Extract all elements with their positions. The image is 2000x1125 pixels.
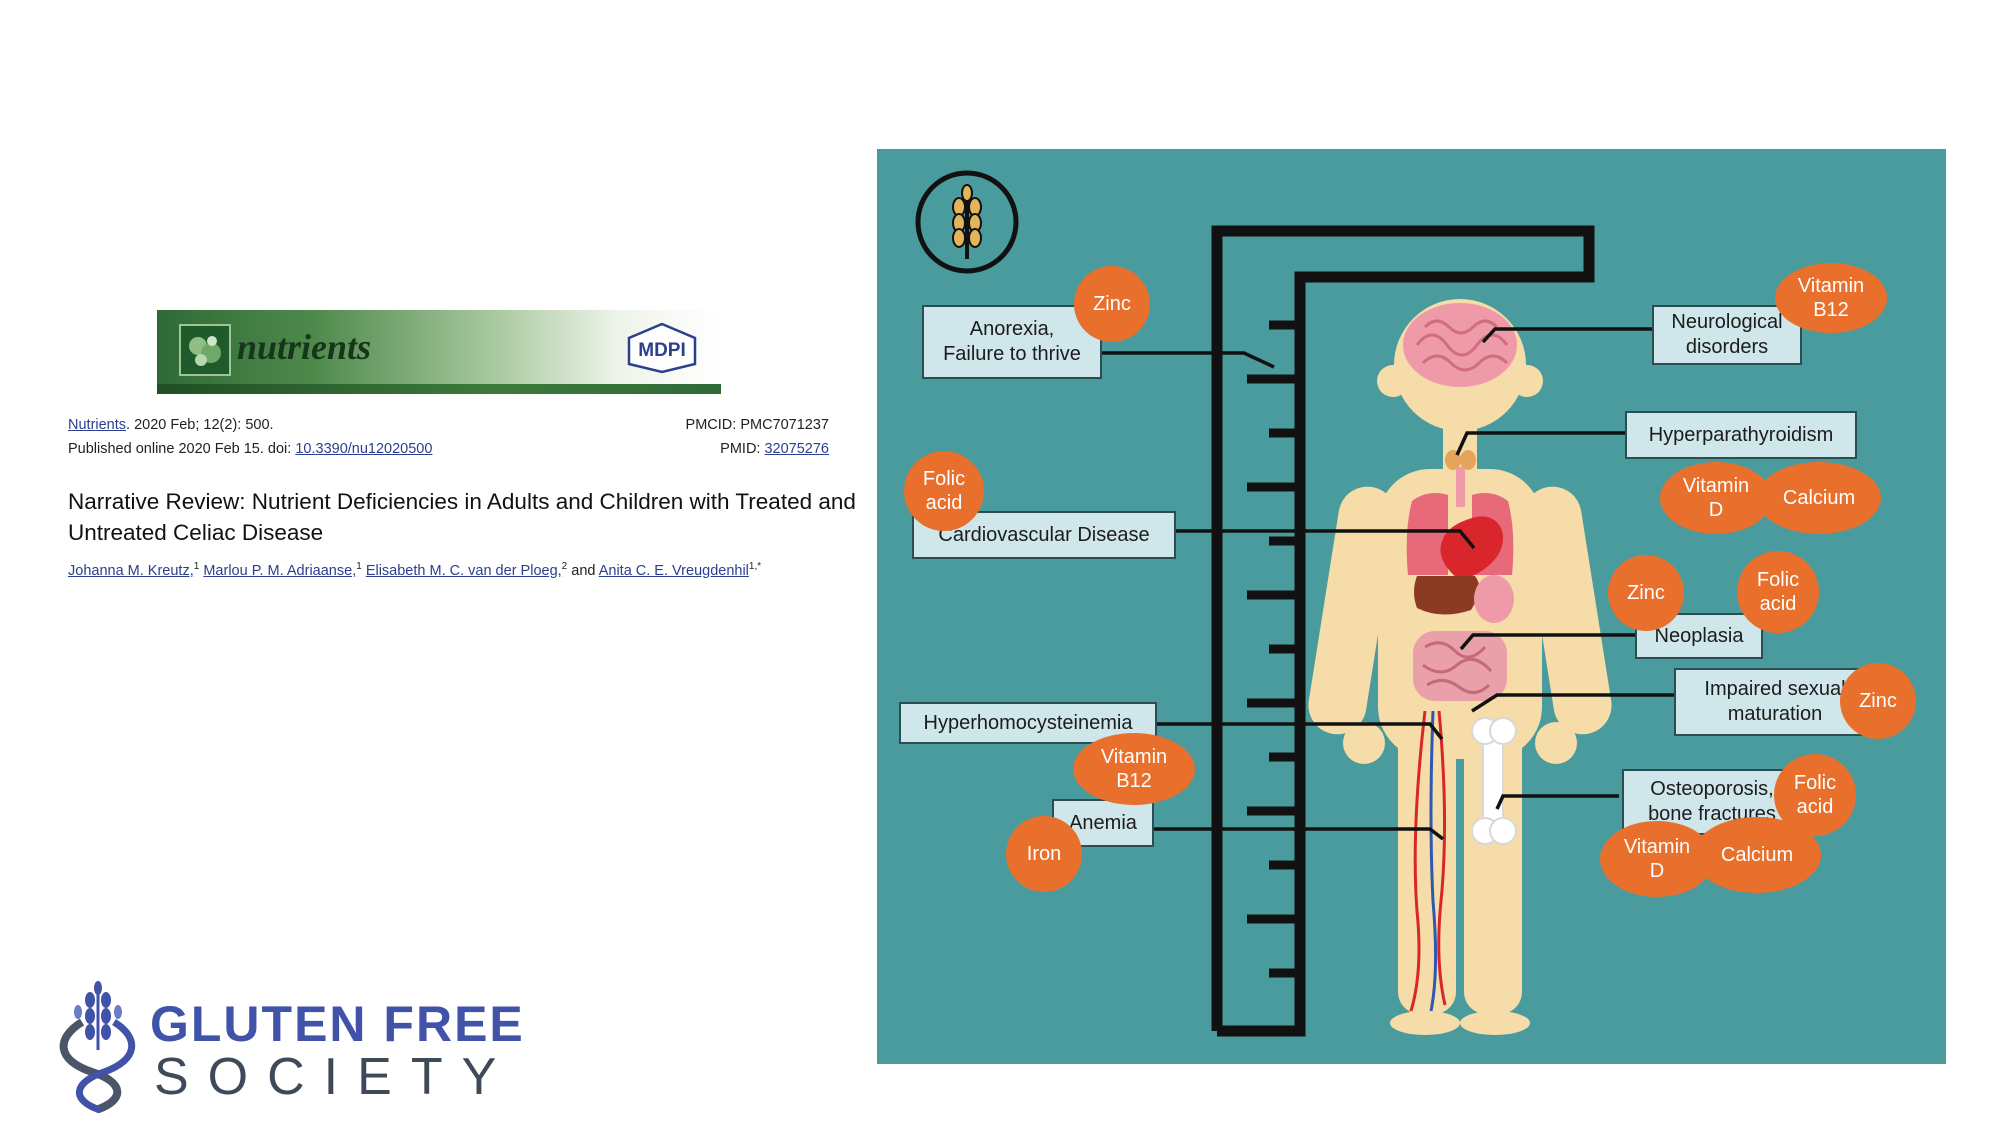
journal-logo-icon [179,324,231,376]
bone-icon [1471,717,1517,845]
nutrient-zinc: Zinc [1840,663,1916,739]
condition-anorexia: Anorexia,Failure to thrive [922,305,1102,379]
pmid-label: PMID: [720,441,765,457]
trachea-icon [1456,467,1465,507]
author-affiliation: 1 [356,561,362,572]
wheat-dna-logo-icon [59,981,136,1113]
published-prefix: Published online 2020 Feb 15. doi: [68,441,296,457]
growth-ruler [1211,225,1595,1037]
pmid-line: PMID: 32075276 [720,441,829,457]
nutrient-calcium: Calcium [1693,817,1821,893]
intestines-icon [1413,631,1507,701]
publisher-logo: MDPI [627,322,697,374]
article-title: Narrative Review: Nutrient Deficiencies … [68,489,856,545]
author-link[interactable]: Johanna M. Kreutz, [68,562,194,579]
author-affiliation: 2 [561,561,568,572]
journal-name: nutrients [237,327,372,367]
brand-name-line1: GLUTEN FREE [150,996,525,1052]
nutrient-calcium: Calcium [1757,462,1881,534]
condition-neoplasia: Neoplasia [1635,613,1763,659]
journal-link[interactable]: Nutrients [68,417,127,433]
author-affiliation: 1,* [748,561,762,572]
nutrient-zinc: Zinc [1074,266,1150,342]
authors-line: Johanna M. Kreutz,1 Marlou P. M. Adriaan… [68,561,761,579]
author-link[interactable]: Anita C. E. Vreugdenhil [598,562,749,579]
publisher-name: MDPI [638,340,686,361]
connector-lines [1102,327,1676,841]
authors-and: and [571,562,596,579]
brand-name-line2: SOCIETY [154,1048,516,1106]
wheat-emblem-icon [915,170,1019,274]
banner-stripe [157,384,721,394]
brain-icon [1403,303,1517,387]
author-affiliation: 1 [193,561,200,572]
journal-banner: nutrients MDPI [157,310,721,394]
citation-line: Nutrients. 2020 Feb; 12(2): 500. [68,417,274,433]
liver-icon [1414,576,1480,615]
citation-details: . 2020 Feb; 12(2): 500. [126,417,274,433]
published-line: Published online 2020 Feb 15. doi: 10.33… [68,441,432,457]
condition-hyperparathyroidism: Hyperparathyroidism [1625,411,1857,459]
stomach-icon [1474,575,1514,623]
author-link[interactable]: Elisabeth M. C. van der Ploeg, [365,562,562,579]
nutrient-iron: Iron [1006,816,1082,892]
pmid-link[interactable]: 32075276 [764,441,829,457]
condition-hyperhomocysteinemia: Hyperhomocysteinemia [899,702,1157,744]
nutrient-zinc: Zinc [1608,555,1684,631]
doi-link[interactable]: 10.3390/nu12020500 [295,441,433,457]
author-link[interactable]: Marlou P. M. Adriaanse, [203,562,357,579]
condition-cardiovascular: Cardiovascular Disease [912,511,1176,559]
pmcid: PMCID: PMC7071237 [685,417,829,433]
blood-vessels-icon [1409,710,1447,1012]
